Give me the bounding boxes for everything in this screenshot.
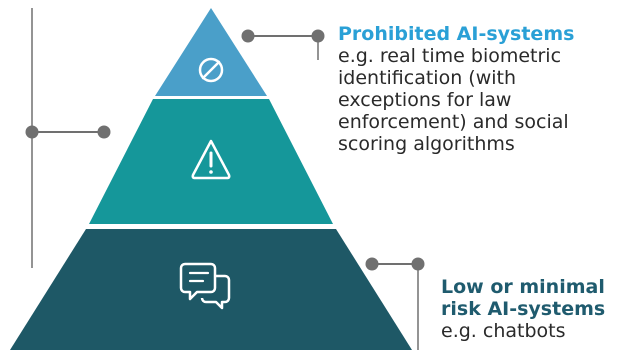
prohibited-desc-line: enforcement) and social (338, 111, 569, 133)
pyramid-tier-minimal-risk (10, 229, 412, 350)
bottom-connector-dot-left (365, 257, 379, 271)
prohibited-label: Prohibited AI-systems e.g. real time bio… (338, 23, 574, 155)
prohibited-desc-line: scoring algorithms (338, 133, 515, 155)
minimal-risk-title-line: risk AI-systems (441, 298, 606, 320)
prohibited-desc-line: identification (with (338, 67, 517, 89)
top-connector-dot-left (241, 29, 255, 43)
warning-icon (191, 139, 231, 180)
prohibited-title: Prohibited AI-systems (338, 23, 575, 45)
prohibited-desc-line: e.g. real time biometric (338, 45, 562, 67)
minimal-risk-title-line: Low or minimal (441, 276, 605, 298)
prohibited-desc-line: exceptions for law (338, 89, 512, 111)
chat-icon (179, 262, 231, 310)
minimal-risk-label: Low or minimal risk AI-systems e.g. chat… (441, 276, 605, 342)
connectors (25, 8, 425, 350)
left-connector-dot-inner (97, 125, 111, 139)
minimal-risk-desc-line: e.g. chatbots (441, 320, 566, 342)
prohibited-icon (198, 57, 224, 83)
left-connector-dot-outer (25, 125, 39, 139)
pyramid-tier-prohibited (155, 8, 267, 96)
